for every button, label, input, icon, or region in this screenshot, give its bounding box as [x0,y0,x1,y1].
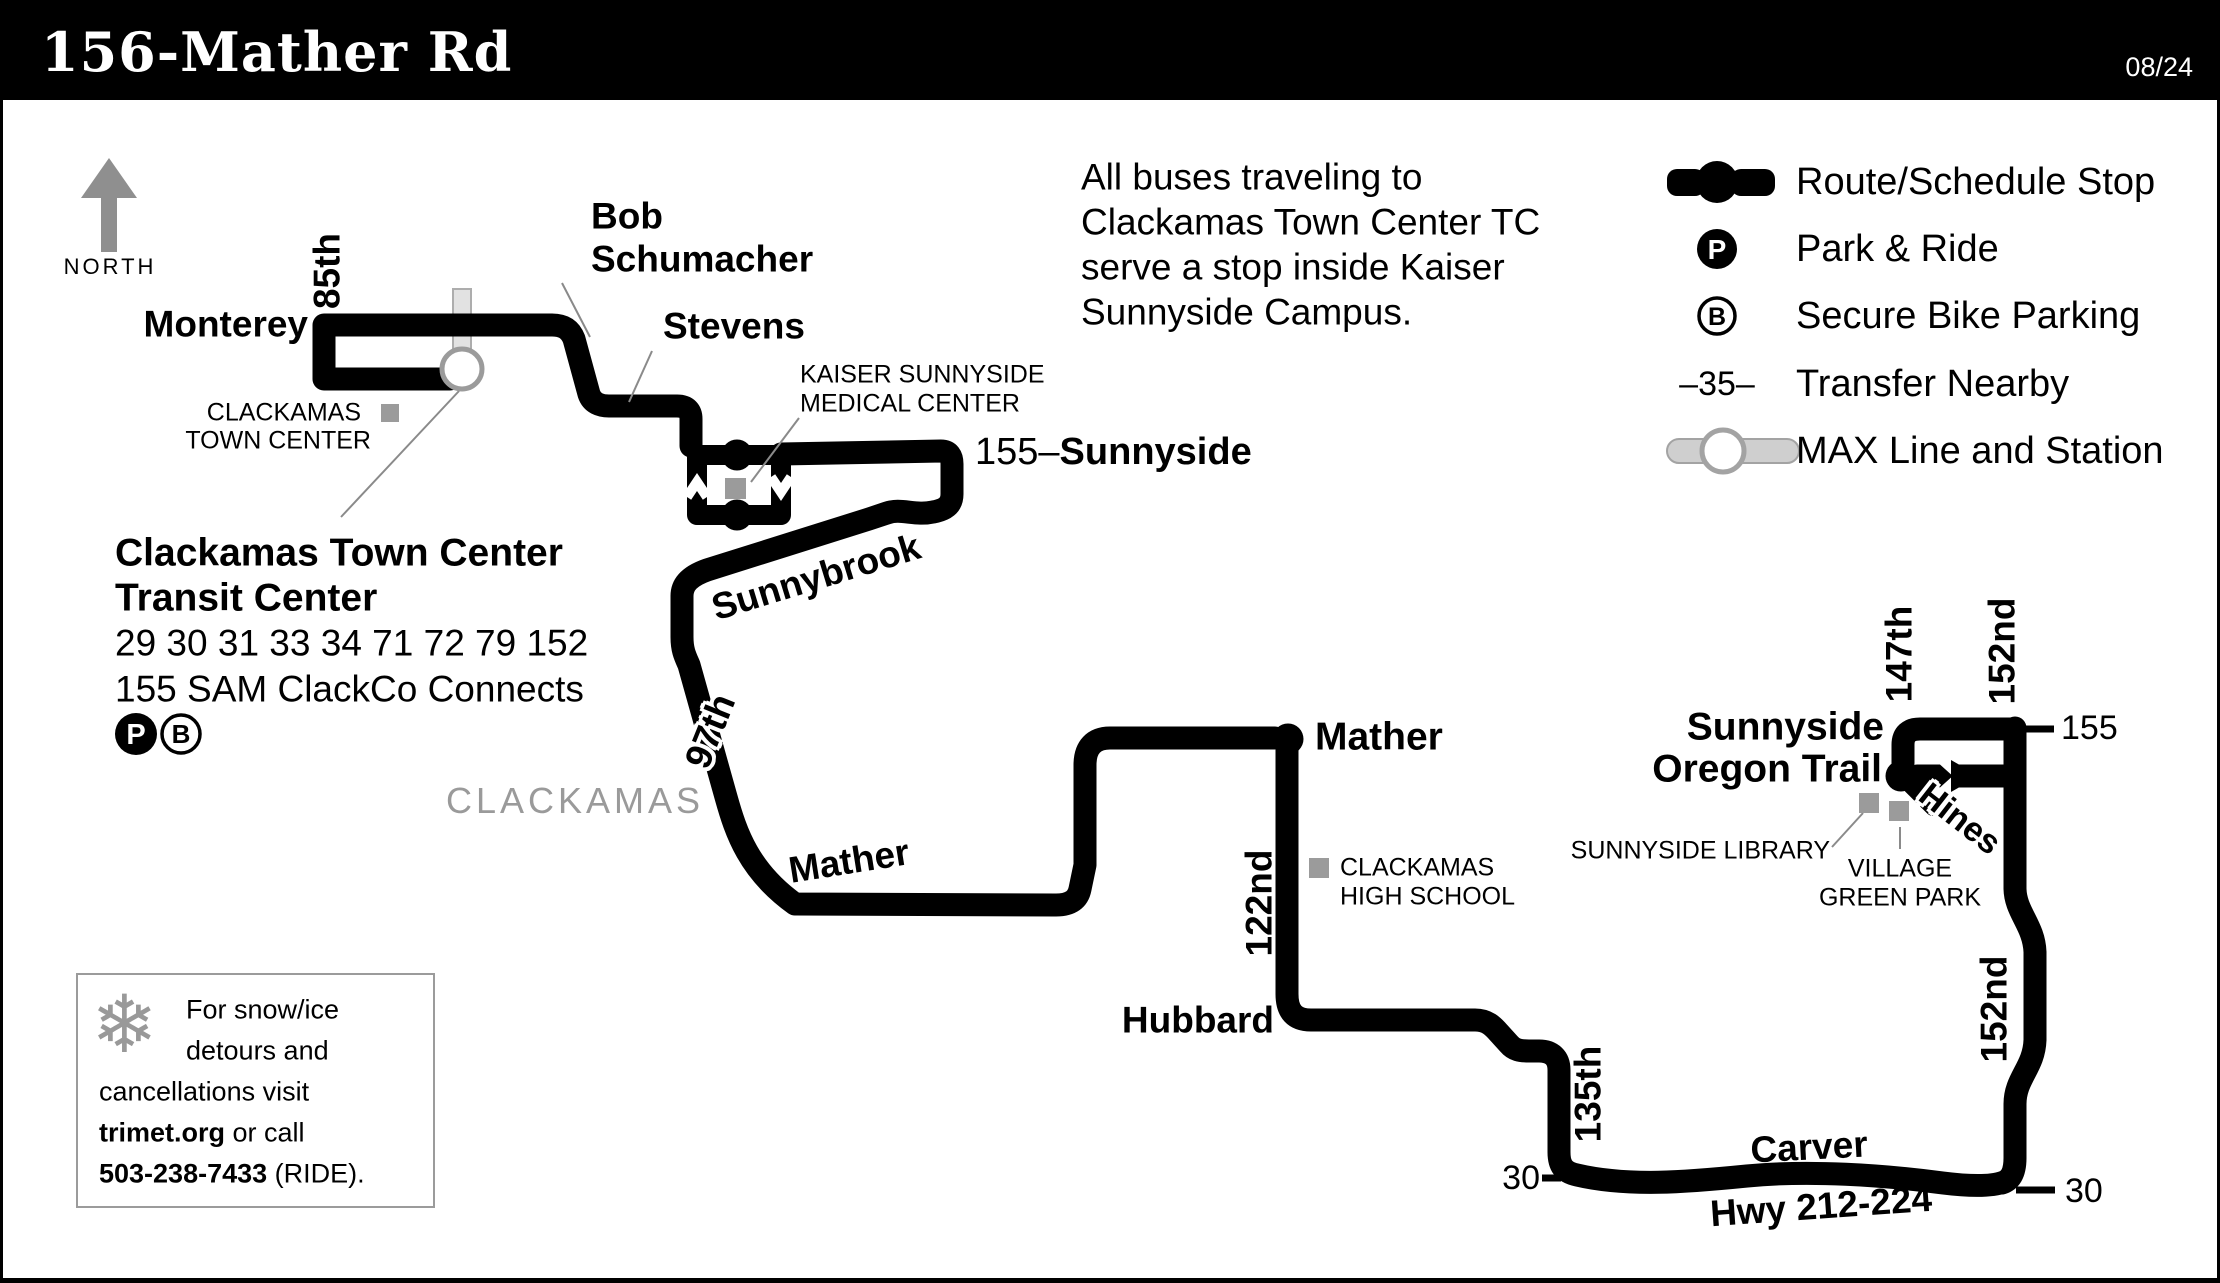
street-147th: 147th [1878,605,1920,703]
legend-item-transfer-nearby: Transfer Nearby [1796,363,2070,405]
note-line-2: Clackamas Town Center TC [1081,201,1541,243]
stop-sunnyside-oregon-trail-2: Oregon Trail [1652,747,1882,791]
county-label: CLACKAMAS [446,780,705,821]
street-stevens: Stevens [663,305,805,347]
snow-phone: 503-238-7433 [99,1158,268,1189]
north-label: NORTH [63,254,157,279]
legend-item-max: MAX Line and Station [1796,430,2164,472]
snow-line-5b: (RIDE). [267,1158,365,1189]
street-bob-schumacher-1: Bob [591,195,663,237]
legend-route-stop-icon [1667,161,1775,203]
snow-notice-box [76,973,435,1208]
legend-max-icon [1666,427,1800,475]
poi-high-school-2: HIGH SCHOOL [1340,882,1516,911]
legend-bike-parking-icon: B [1697,296,1737,336]
snow-line-4: trimet.org or call [99,1117,305,1148]
legend-item-park-ride: Park & Ride [1796,228,1999,270]
bottom-border [3,1278,2217,1283]
route-line [312,313,2047,1197]
tc-routes-2: 155 SAM ClackCo Connects [115,668,584,710]
poi-sunnyside-library: SUNNYSIDE LIBRARY [1570,836,1830,865]
route-title: 156-Mather Rd [41,20,513,84]
stop-sunnyside-oregon-trail-1: Sunnyside [1686,705,1884,749]
poi-high-school-1: CLACKAMAS [1340,853,1495,882]
note-line-4: Sunnyside Campus. [1081,291,1413,333]
legend-item-bike-parking: Secure Bike Parking [1796,295,2141,337]
tc-name-2: Transit Center [115,576,378,620]
landmark-squares [381,404,1909,878]
max-station-icon [439,346,485,392]
note-line-1: All buses traveling to [1081,156,1423,198]
transfer-155-sunnyside: 155–Sunnyside [975,433,1252,471]
poi-kaiser-1: KAISER SUNNYSIDE [800,360,1045,389]
street-122nd: 122nd [1238,849,1280,957]
snowflake-icon: ❄ [91,978,159,1071]
street-carver: Carver [1749,1123,1869,1171]
street-135th: 135th [1567,1045,1609,1143]
street-hubbard: Hubbard [1121,999,1274,1041]
effective-date: 08/24 [2125,52,2193,82]
poi-village-green-park-2: GREEN PARK [1818,883,1982,912]
note-line-3: serve a stop inside Kaiser [1081,246,1505,288]
kaiser-loop-arrows-icon [682,472,796,502]
poi-clackamas-town-center-1: CLACKAMAS [206,398,361,427]
header-bar: 156-Mather Rd 08/24 [3,0,2217,100]
street-monterey: Monterey [143,303,308,345]
poi-village-green-park-1: VILLAGE [1847,854,1953,883]
svg-text:B: B [172,719,191,749]
transfer-ticks [1542,725,2055,1194]
tc-name-1: Clackamas Town Center [115,531,563,575]
stop-mather: Mather [1315,715,1443,759]
tc-bike-parking-icon: B [160,713,202,755]
direction-arrow-icon [1951,760,1979,792]
transfer-30-left: 30 [1502,1159,1540,1197]
snow-line-1: For snow/ice [186,994,340,1025]
svg-text:P: P [126,719,145,751]
route-map-svg: P B P B [81,158,2055,1197]
snow-url: trimet.org [99,1117,226,1148]
svg-text:P: P [1708,234,1727,265]
tc-park-and-ride-icon: P [115,713,157,755]
legend-transfer-sample: –35– [1679,365,1755,403]
street-85th: 85th [306,232,348,310]
street-152nd-lower: 152nd [1973,955,2015,1063]
tc-routes-1: 29 30 31 33 34 71 72 79 152 [115,622,589,664]
legend-item-route-stop: Route/Schedule Stop [1796,161,2156,203]
snow-line-2: detours and [186,1035,329,1066]
north-arrow-icon [81,158,137,252]
snow-line-5: 503-238-7433 (RIDE). [99,1158,365,1189]
poi-kaiser-2: MEDICAL CENTER [800,389,1020,418]
transfer-155-street: Sunnyside [1059,431,1252,473]
leader-lines [340,282,1901,849]
svg-text:B: B [1708,303,1726,331]
transfer-30-right: 30 [2065,1172,2103,1210]
schedule-stop-dots [721,439,1917,792]
poi-clackamas-town-center-2: TOWN CENTER [185,426,371,455]
transfer-155-right: 155 [2061,709,2118,747]
legend-park-and-ride-icon: P [1697,229,1737,269]
snow-line-3: cancellations visit [99,1076,310,1107]
transfer-155-number: 155– [975,431,1060,473]
street-bob-schumacher-2: Schumacher [591,238,814,280]
street-152nd-top: 152nd [1981,597,2023,705]
snow-line-4b: or call [225,1117,305,1148]
